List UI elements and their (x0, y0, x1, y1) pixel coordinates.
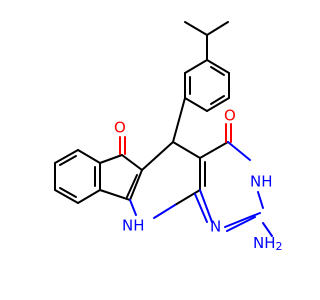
amino-subscript: 2 (276, 240, 283, 253)
amide-oxygen-label: O (224, 107, 236, 125)
dihydropyridine-ring (129, 141, 206, 219)
pyrimidinone-ring (194, 141, 264, 232)
benzo-ring (54, 149, 101, 204)
ring-nh-label: NH (250, 173, 273, 191)
cyclopentenone-ring (99, 154, 143, 201)
phenyl-ring (184, 59, 230, 112)
ring-nh-lower-label: NH (122, 217, 145, 235)
amino-bond (262, 222, 273, 237)
ketone-group (119, 136, 126, 155)
ring-n-label: N (210, 218, 221, 236)
amino-group-text: NH (253, 234, 276, 252)
isopropyl-group (184, 21, 229, 61)
amino-group-label: NH2 (253, 234, 283, 254)
amide-carbonyl (225, 123, 232, 143)
molecule-structure-diagram: O O NH NH N NH2 (54, 21, 283, 254)
ketone-oxygen-label: O (114, 119, 126, 137)
phenyl-link-bond (172, 97, 186, 143)
